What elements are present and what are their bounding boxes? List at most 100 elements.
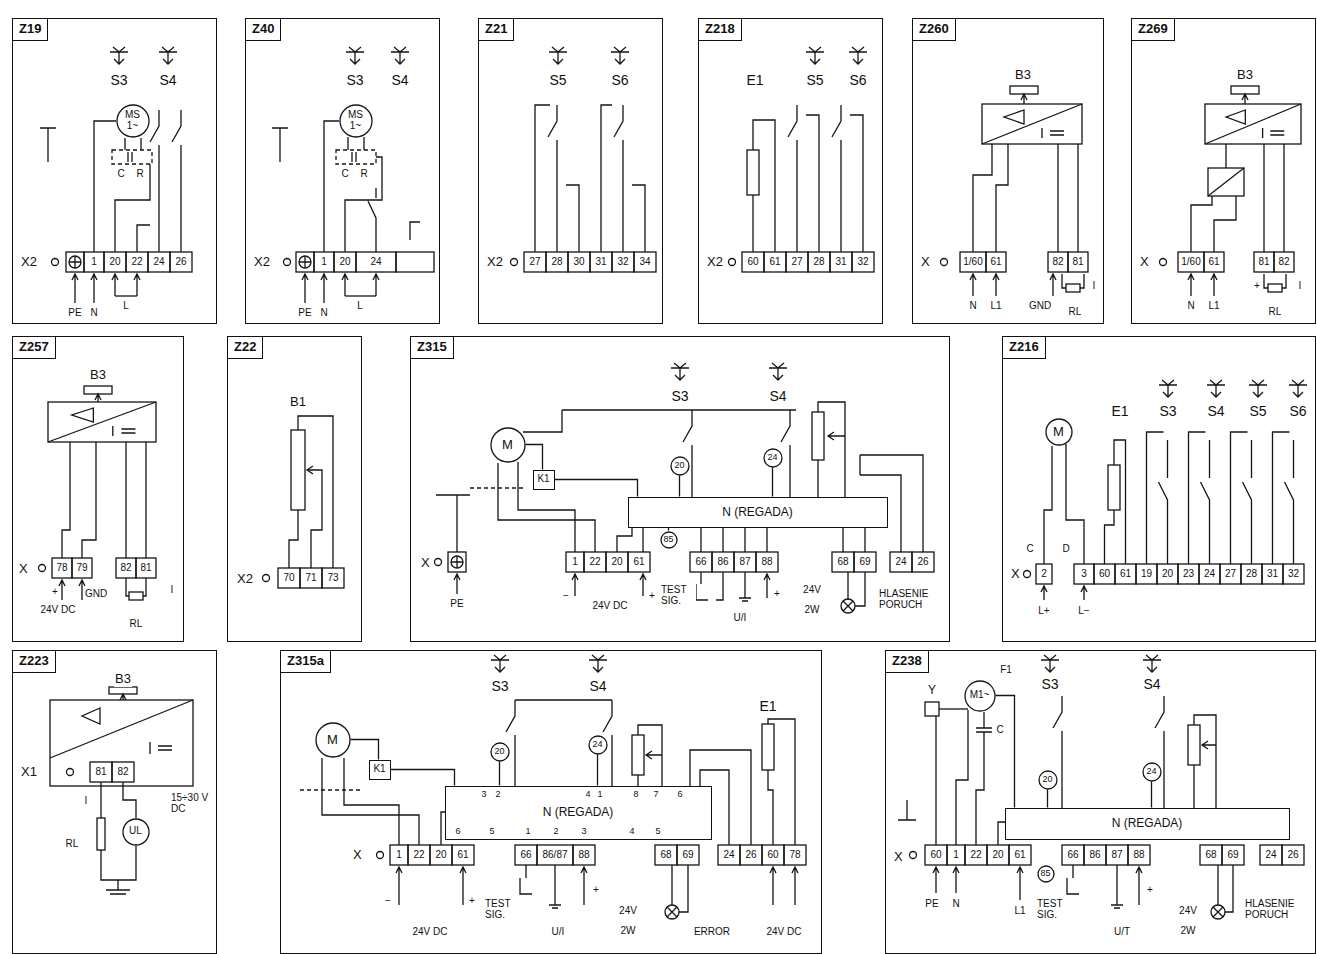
wire — [935, 716, 936, 845]
wire — [832, 105, 841, 252]
wire — [391, 47, 409, 64]
wire — [300, 789, 360, 790]
symbol-circle — [263, 575, 270, 582]
node-text: M — [1048, 425, 1070, 439]
terminal-circle: M — [490, 427, 526, 463]
part-label: X — [420, 556, 431, 571]
terminal-number: 20 — [610, 556, 623, 568]
part-label: 2W — [1180, 925, 1197, 937]
symbol-outline — [1157, 564, 1178, 584]
node-text: 24 — [1144, 767, 1160, 776]
symbol-outline — [1136, 564, 1157, 584]
terminal-number: 27 — [528, 256, 541, 268]
symbol-outline — [1062, 845, 1084, 865]
symbol-outline — [965, 845, 987, 865]
wire — [345, 157, 382, 252]
panel-heading: Z315a — [281, 651, 331, 673]
unit-box: K1 — [533, 470, 555, 490]
terminal-number: 22 — [412, 849, 425, 861]
terminal-number: 20 — [991, 849, 1004, 861]
wire — [113, 426, 136, 436]
wire — [115, 295, 137, 296]
wire — [368, 188, 376, 252]
terminal-number: 1 — [320, 256, 328, 268]
symbol-outline — [573, 845, 595, 865]
wire — [535, 105, 550, 252]
symbol-outline — [960, 252, 986, 272]
terminal-number: 81 — [94, 766, 107, 778]
wire — [572, 574, 578, 596]
part-label: + — [468, 895, 476, 907]
symbol-outline — [762, 724, 774, 770]
wire — [1041, 655, 1059, 672]
panel-heading: Z22 — [228, 337, 263, 359]
wire-connector — [555, 480, 638, 497]
wire — [1114, 440, 1126, 564]
part-label: 3 — [480, 789, 487, 799]
wire — [549, 865, 561, 908]
terminal-number: 28 — [1245, 568, 1258, 580]
wire — [1249, 380, 1267, 397]
terminal-number: 81 — [1257, 256, 1270, 268]
terminal-number: 82 — [119, 562, 132, 574]
wire — [996, 144, 1008, 252]
symbol-circle — [729, 259, 736, 266]
part-label: X2 — [486, 255, 504, 270]
wire — [69, 256, 81, 268]
part-label: E1 — [1110, 403, 1129, 419]
wire — [1159, 380, 1177, 397]
terminal-number: 1/60 — [1180, 256, 1201, 268]
wire-connector — [499, 762, 500, 786]
wire — [159, 47, 177, 64]
symbol-outline — [756, 552, 778, 572]
symbol-outline — [72, 558, 92, 578]
wire — [1201, 440, 1210, 564]
symbol-outline — [832, 552, 854, 572]
wire — [50, 700, 193, 758]
wire — [1264, 274, 1286, 288]
part-label: PE — [67, 307, 82, 319]
part-label: S5 — [805, 72, 824, 88]
terminal-number: 78 — [788, 849, 801, 861]
circle-outline — [661, 532, 677, 548]
node-text: N (REGADA) — [722, 506, 793, 519]
part-label: 24V DC — [765, 926, 802, 938]
wire — [739, 572, 751, 601]
symbol-outline — [786, 252, 808, 272]
symbol-outline — [356, 252, 396, 272]
node-text: 20 — [1040, 775, 1056, 784]
wire — [1231, 432, 1248, 564]
part-label: + — [592, 884, 600, 896]
wire — [1243, 440, 1252, 564]
terminal-number: 31 — [594, 256, 607, 268]
wire — [172, 110, 181, 252]
part-label: S6 — [848, 72, 867, 88]
part-label: TEST SIG. — [484, 898, 518, 920]
panel-heading: Z238 — [886, 651, 929, 673]
symbol-outline — [762, 845, 784, 865]
wire — [498, 462, 518, 488]
terminal-number: 86/87 — [541, 849, 568, 861]
part-label: C — [116, 168, 125, 180]
terminal-number: 88 — [760, 556, 773, 568]
wire — [145, 442, 146, 558]
terminal-number: 22 — [130, 256, 143, 268]
wire — [1053, 696, 1062, 808]
part-label: E1 — [758, 698, 777, 714]
terminal-number: 68 — [659, 849, 672, 861]
symbol-circle — [284, 259, 291, 266]
part-label: 24V DC — [591, 600, 628, 612]
terminal-circle: 20 — [1038, 770, 1058, 790]
panel-heading: Z257 — [13, 337, 56, 359]
terminal-number: 68 — [1204, 849, 1217, 861]
terminal-number: 61 — [456, 849, 469, 861]
terminal-number: 69 — [681, 849, 694, 861]
terminal-number: 26 — [744, 849, 757, 861]
wire — [120, 694, 126, 700]
terminal-number: 3 — [1080, 568, 1088, 580]
wire — [342, 274, 348, 296]
wire — [792, 867, 798, 905]
wire — [100, 782, 101, 818]
symbol-outline — [1241, 564, 1262, 584]
wire — [40, 128, 56, 162]
